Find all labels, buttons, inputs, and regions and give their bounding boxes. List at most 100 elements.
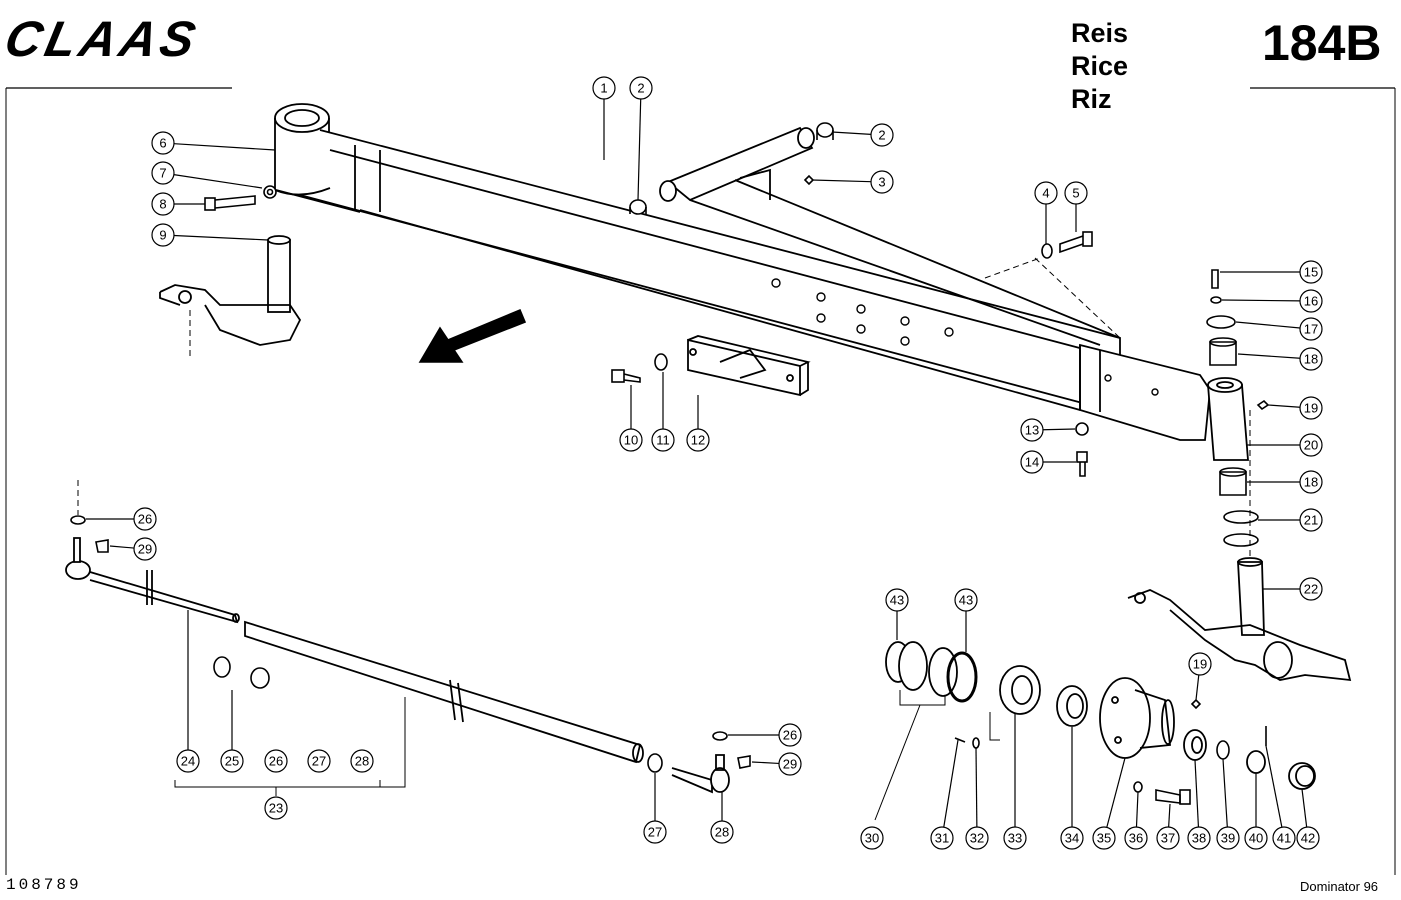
callout-40: 40: [1244, 773, 1268, 850]
bolt-31: [954, 737, 966, 743]
callout-number: 19: [1304, 401, 1318, 416]
callout-number: 13: [1025, 423, 1039, 438]
callout-circle: [1020, 418, 1044, 442]
callout-41: 41: [1265, 745, 1296, 850]
callout-circle: [1034, 181, 1058, 205]
callout-circle: [1064, 181, 1088, 205]
bolt-10: [611, 369, 641, 383]
callout-29: 29: [751, 752, 802, 776]
callout-number: 37: [1161, 831, 1175, 846]
callout-circle: [1272, 826, 1296, 850]
hub-35: [1099, 677, 1175, 759]
callout-39: 39: [1216, 758, 1240, 850]
callout-number: 20: [1304, 438, 1318, 453]
callout-26: 26: [728, 723, 802, 747]
callout-leader: [831, 131, 872, 135]
callout-circle: [151, 131, 175, 155]
section-title-de: Reis: [1071, 18, 1129, 48]
callout-number: 3: [878, 175, 885, 190]
callout-34: 34: [1060, 727, 1084, 850]
grease-nipple-3: [803, 174, 815, 186]
left-steering-knuckle: [159, 235, 302, 346]
callout-number: 12: [691, 433, 705, 448]
plate-12: [687, 335, 811, 397]
callout-25: 25: [220, 690, 244, 773]
callout-9: 9: [151, 223, 269, 247]
callout-circle: [1216, 826, 1240, 850]
callout-leader: [173, 174, 263, 189]
callout-circle: [1020, 450, 1044, 474]
callout-2: 2: [831, 123, 894, 147]
callout-33: 33: [1003, 714, 1027, 850]
bolt-5: [1059, 231, 1093, 254]
nut-26-left: [70, 515, 86, 525]
callout-number: 43: [959, 593, 973, 608]
callout-circle: [870, 170, 894, 194]
callout-number: 27: [648, 825, 662, 840]
callout-number: 39: [1221, 831, 1235, 846]
tie-rod-end-left: [65, 537, 91, 580]
callout-circle: [264, 796, 288, 820]
callout-leader: [1194, 759, 1200, 828]
callout-leader: [1042, 428, 1076, 431]
callout-leader: [1301, 788, 1308, 828]
callout-leader: [1195, 674, 1200, 701]
callout-circle: [686, 428, 710, 452]
callout-number: 10: [624, 433, 638, 448]
callout-19: 19: [1188, 652, 1212, 701]
callout-circle: [619, 428, 643, 452]
nut-13: [1075, 422, 1089, 436]
callout-10: 10: [619, 385, 643, 452]
callout-circle: [1124, 826, 1148, 850]
callout-circle: [307, 749, 331, 773]
callout-circle: [629, 76, 653, 100]
nut-7: [263, 185, 277, 199]
callout-circle: [651, 428, 675, 452]
callout-13: 13: [1020, 418, 1076, 442]
callout-circle: [151, 192, 175, 216]
callout-leader: [109, 545, 135, 549]
callout-number: 26: [269, 754, 283, 769]
callout-number: 32: [970, 831, 984, 846]
callout-number: 26: [783, 728, 797, 743]
callout-circle: [592, 76, 616, 100]
washer-4: [1041, 243, 1053, 259]
callout-number: 25: [225, 754, 239, 769]
callout-19: 19: [1267, 396, 1323, 420]
callout-28: 28: [350, 749, 374, 773]
callout-number: 40: [1249, 831, 1263, 846]
callout-leader: [1106, 757, 1126, 828]
cap-17: [1206, 315, 1236, 329]
callout-circle: [350, 749, 374, 773]
callout-leader: [943, 739, 959, 828]
bolt-15: [1211, 269, 1219, 289]
callout-number: 27: [312, 754, 326, 769]
callout-37: 37: [1156, 803, 1180, 850]
callout-leader: [1265, 745, 1283, 828]
callout-42: 42: [1296, 788, 1320, 850]
callout-circle: [151, 161, 175, 185]
callout-27: 27: [643, 773, 667, 844]
callout-4: 4: [1034, 181, 1058, 244]
callout-circle: [264, 749, 288, 773]
shims-21: [1223, 510, 1259, 547]
grease-nipple-19: [1256, 399, 1270, 411]
callout-7: 7: [151, 161, 263, 189]
callout-18: 18: [1247, 470, 1323, 494]
callout-number: 31: [935, 831, 949, 846]
callout-leader: [751, 761, 780, 765]
seals-43: [885, 641, 978, 703]
callout-number: 35: [1097, 831, 1111, 846]
callout-20: 20: [1247, 433, 1323, 457]
diagonal-strut: [659, 126, 1121, 346]
callout-number: 28: [715, 825, 729, 840]
callout-circle: [133, 537, 157, 561]
callout-circle: [133, 507, 157, 531]
callout-leader: [1135, 791, 1139, 828]
nut-27: [647, 753, 663, 773]
callout-circle: [1299, 396, 1323, 420]
washer-11: [654, 353, 668, 371]
travel-direction-arrow: [418, 308, 527, 363]
flange-33: [999, 665, 1041, 715]
